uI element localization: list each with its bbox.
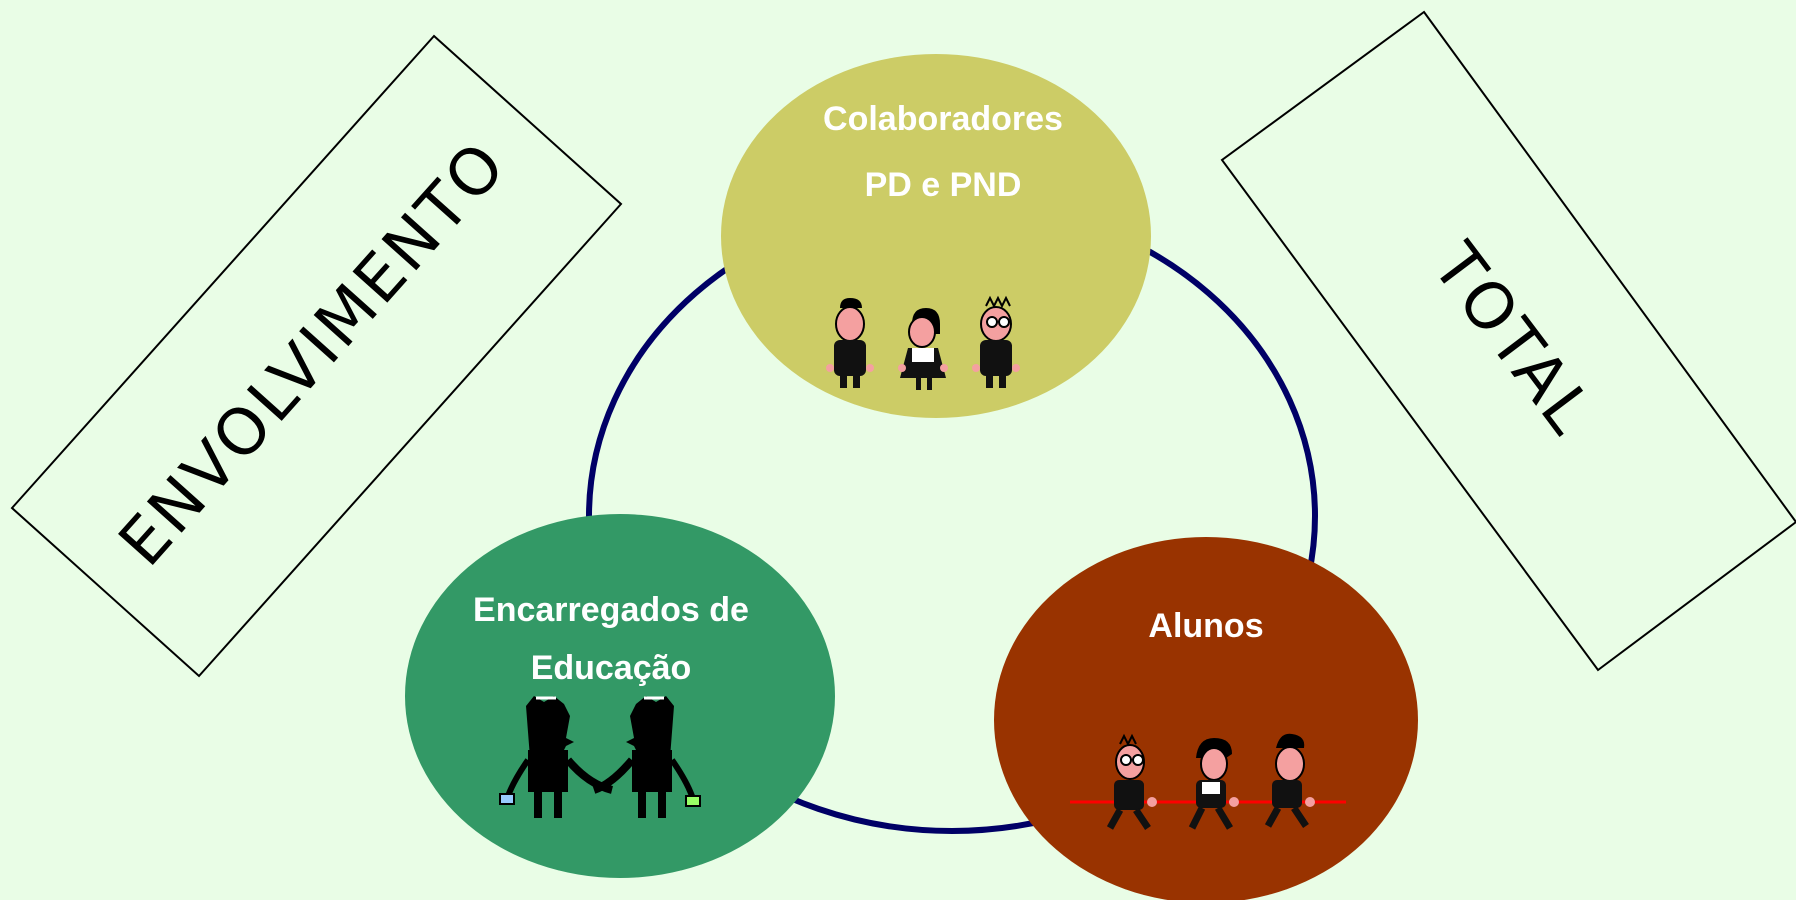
node-colaboradores-title: Colaboradores [823,100,1063,138]
banner-envolvimento-text: ENVOLVIMENTO [105,127,521,580]
handshake-parents-icon [499,696,701,818]
node-encarregados-subtitle: Educação [531,649,692,687]
node-colaboradores-subtitle: PD e PND [865,166,1022,204]
node-alunos-title: Alunos [1148,607,1263,645]
node-colaboradores: Colaboradores PD e PND [721,54,1151,418]
node-alunos: Alunos [994,537,1418,900]
three-students-tug-of-war-icon [1070,733,1346,830]
three-staff-people-icon [826,295,1020,390]
banner-total-text: TOTAL [1417,230,1608,449]
node-encarregados: Encarregados de Educação [405,514,835,878]
node-encarregados-title: Encarregados de [473,591,749,629]
